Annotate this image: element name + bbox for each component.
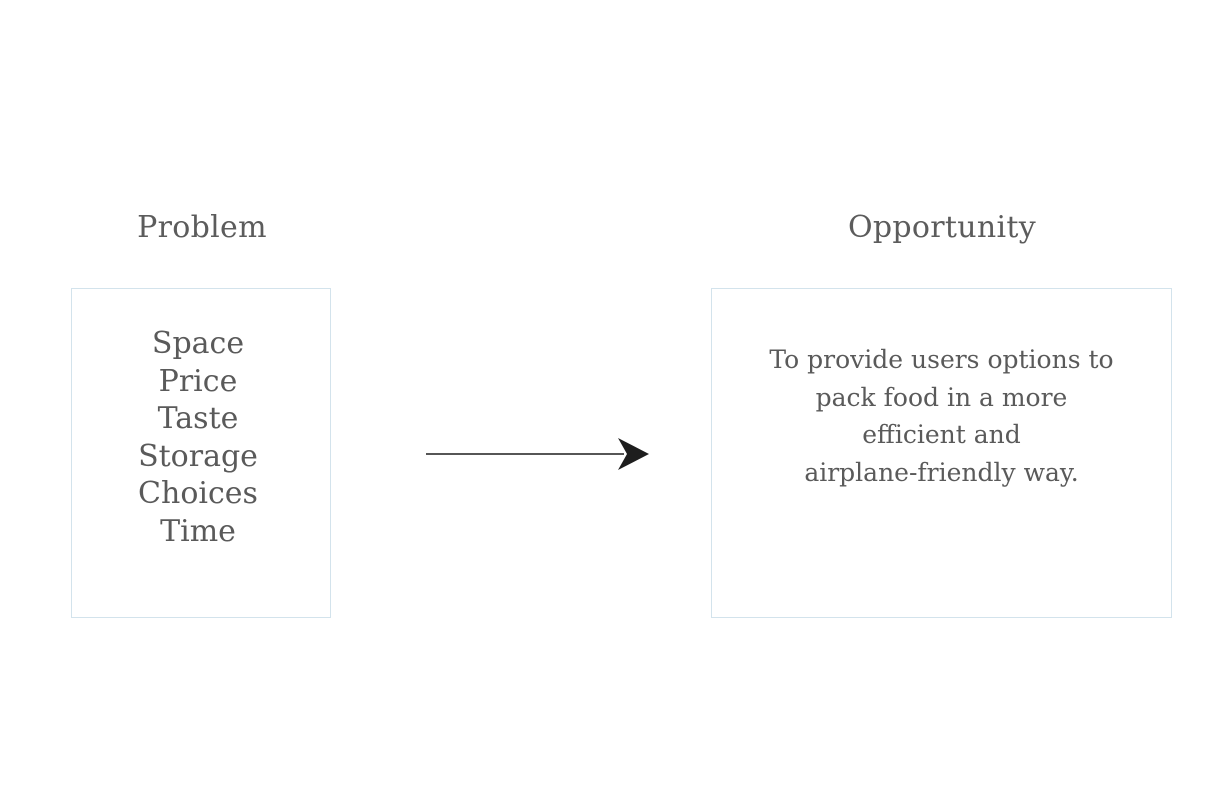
- opportunity-line: pack food in a more: [815, 382, 1068, 412]
- problem-item-taste: Taste: [157, 401, 239, 436]
- problem-heading: Problem: [137, 210, 267, 245]
- opportunity-line: airplane-friendly way.: [804, 457, 1079, 487]
- problem-list: Space Price Taste Storage Choices Time: [72, 325, 324, 550]
- opportunity-statement: To provide users options to pack food in…: [712, 341, 1171, 491]
- problem-box: Space Price Taste Storage Choices Time: [71, 288, 331, 618]
- opportunity-line: To provide users options to: [769, 345, 1114, 374]
- opportunity-box: To provide users options to pack food in…: [711, 288, 1172, 618]
- problem-item-time: Time: [160, 513, 236, 549]
- arrow-head: [618, 438, 649, 470]
- problem-item-space: Space: [151, 326, 245, 361]
- problem-item-price: Price: [158, 363, 238, 399]
- problem-item-storage: Storage: [138, 438, 258, 474]
- opportunity-heading: Opportunity: [847, 210, 1036, 245]
- arrow-right-icon: [426, 438, 649, 470]
- problem-item-choices: Choices: [138, 476, 258, 511]
- opportunity-line: efficient and: [862, 420, 1021, 449]
